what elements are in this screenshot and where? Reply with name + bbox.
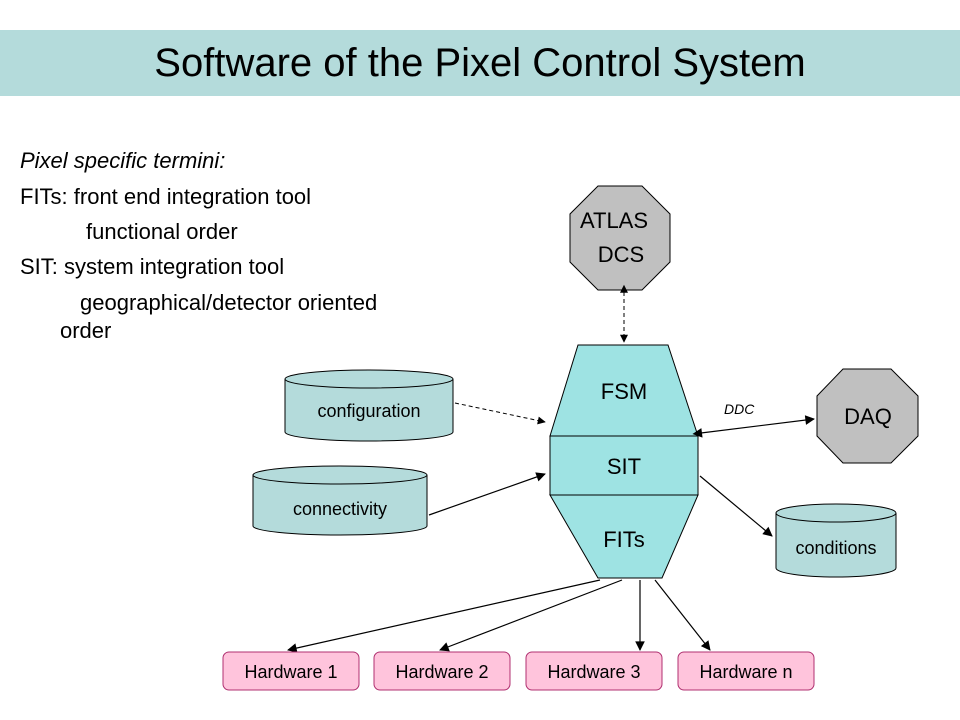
ddc-link [692, 415, 815, 438]
page-title: Software of the Pixel Control System [154, 41, 806, 85]
hardware-2-link [439, 579, 623, 652]
connectivity-link [428, 472, 546, 516]
sit-block [549, 435, 699, 496]
configuration-link [454, 402, 546, 425]
sit-definition: SIT: system integration tool [20, 254, 285, 279]
hardware-3-label: Hardware 3 [547, 662, 640, 682]
conditions-link [699, 475, 773, 537]
central-block: FSM SIT FITs [549, 344, 699, 579]
atlas-label: ATLAS [580, 208, 648, 233]
fits-block [549, 494, 699, 579]
fits-order: functional order [86, 219, 238, 244]
sit-order-line2: order [60, 318, 112, 343]
termini-heading: Pixel specific termini: [20, 148, 226, 173]
ddc-label: DDC [724, 401, 755, 417]
title-band [0, 30, 960, 96]
hardware-2-label: Hardware 2 [395, 662, 488, 682]
atlas-dcs-node: ATLAS DCS [569, 185, 671, 291]
hardware-1-link [287, 579, 601, 653]
configuration-label: configuration [317, 401, 420, 421]
dcs-label: DCS [598, 242, 644, 267]
daq-node: DAQ [816, 368, 919, 464]
hardware-1-label: Hardware 1 [244, 662, 337, 682]
configuration-database: configuration [284, 369, 454, 442]
hardware-n-link [654, 579, 711, 651]
fits-definition: FITs: front end integration tool [20, 184, 312, 209]
fsm-label: FSM [601, 379, 647, 404]
daq-label: DAQ [844, 404, 892, 429]
conditions-database: conditions [775, 503, 897, 578]
hardware-n-box: Hardware n [677, 651, 815, 691]
sit-label: SIT [607, 454, 641, 479]
hardware-2-box: Hardware 2 [373, 651, 511, 691]
connectivity-label: connectivity [293, 499, 387, 519]
connectivity-database: connectivity [252, 465, 428, 536]
conditions-label: conditions [795, 538, 876, 558]
hardware-n-label: Hardware n [699, 662, 792, 682]
hardware-3-box: Hardware 3 [525, 651, 663, 691]
sit-order-line1: geographical/detector oriented [80, 290, 378, 315]
hardware-1-box: Hardware 1 [222, 651, 360, 691]
fits-label: FITs [603, 527, 645, 552]
